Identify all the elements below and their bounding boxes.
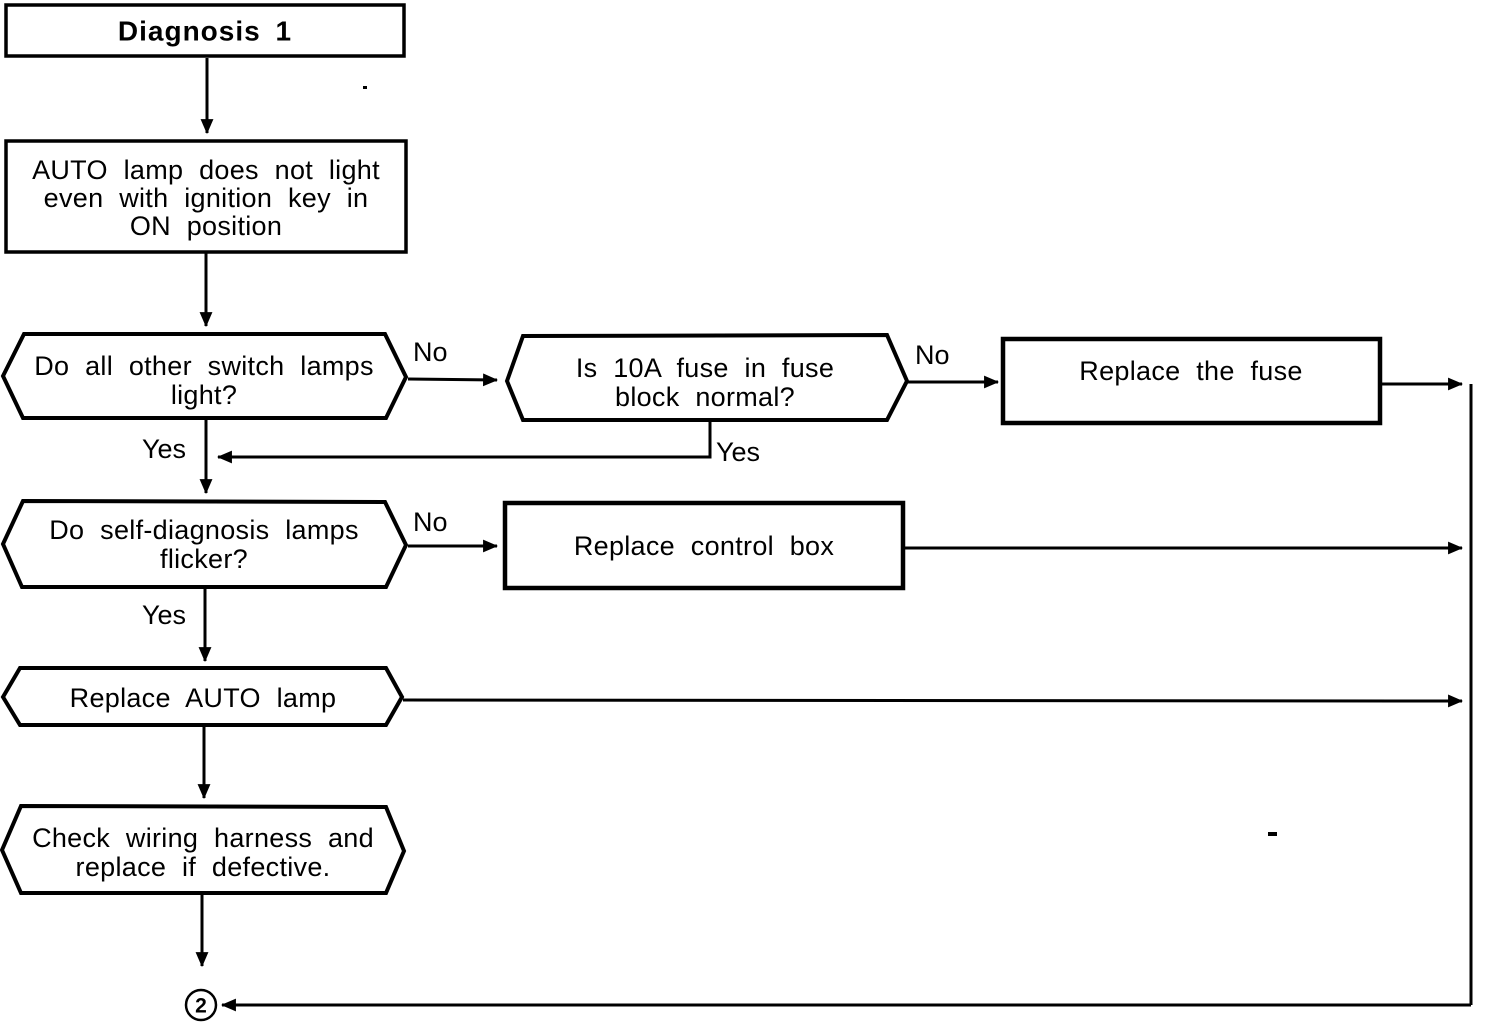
edge-q-fuse-yes: [216, 420, 712, 464]
label-q-switch-no: No: [413, 337, 448, 367]
connector-label: 2: [195, 995, 207, 1018]
start-line-2: even with ignition key in: [44, 183, 369, 213]
label-q-self-no: No: [413, 507, 448, 537]
replace-fuse-label: Replace the fuse: [1079, 356, 1302, 386]
node-q-self-diag: Do self-diagnosis lamps flicker?: [0, 498, 409, 589]
replace-control-label: Replace control box: [574, 531, 835, 561]
replace-fuse-box-shape: [1000, 336, 1383, 426]
edge-replace-auto-out: [402, 694, 1464, 708]
node-title: Diagnosis 1: [4, 3, 406, 58]
q-fuse-line-2: block normal?: [615, 382, 795, 412]
label-q-fuse-yes: Yes: [716, 437, 760, 467]
node-start: AUTO lamp does not light even with ignit…: [4, 139, 408, 254]
start-line-1: AUTO lamp does not light: [32, 155, 380, 185]
label-q-self-yes: Yes: [142, 600, 186, 630]
q-self-line-1: Do self-diagnosis lamps: [49, 515, 359, 545]
start-box-shape: [4, 139, 408, 254]
replace-control-box-shape: [502, 500, 906, 591]
node-replace-control: Replace control box: [502, 500, 906, 591]
check-wiring-hex-shape: [0, 803, 407, 895]
node-check-wiring: Check wiring harness and replace if defe…: [0, 803, 407, 895]
q-fuse-line-1: Is 10A fuse in fuse: [576, 353, 834, 383]
q-fuse-hex-shape: [504, 332, 910, 422]
scan-speck-top: [363, 86, 367, 89]
node-q-switch-lamps: Do all other switch lamps light?: [0, 332, 409, 420]
replace-auto-label: Replace AUTO lamp: [70, 683, 337, 713]
check-wiring-line-2: replace if defective.: [76, 852, 331, 882]
connector-circle-shape: [184, 988, 218, 1022]
q-switch-line-2: light?: [171, 380, 237, 410]
start-line-3: ON position: [130, 211, 282, 241]
q-switch-hex-shape: [0, 332, 409, 420]
node-q-fuse: Is 10A fuse in fuse block normal?: [504, 332, 910, 422]
check-wiring-line-1: Check wiring harness and: [32, 823, 374, 853]
label-q-fuse-no: No: [915, 340, 950, 370]
q-self-hex-shape: [0, 498, 409, 589]
title-label: Diagnosis 1: [118, 16, 292, 47]
scan-speck-right: [1268, 832, 1277, 836]
node-replace-auto-lamp: Replace AUTO lamp: [0, 666, 405, 727]
replace-auto-hex-shape: [0, 666, 405, 727]
connector-2: 2: [184, 988, 218, 1022]
node-replace-fuse: Replace the fuse: [1000, 336, 1383, 426]
edge-q-switch-no: [407, 373, 499, 387]
q-self-line-2: flicker?: [160, 544, 248, 574]
label-q-switch-yes: Yes: [142, 434, 186, 464]
q-switch-line-1: Do all other switch lamps: [34, 351, 374, 381]
title-box-shape: [4, 3, 406, 58]
